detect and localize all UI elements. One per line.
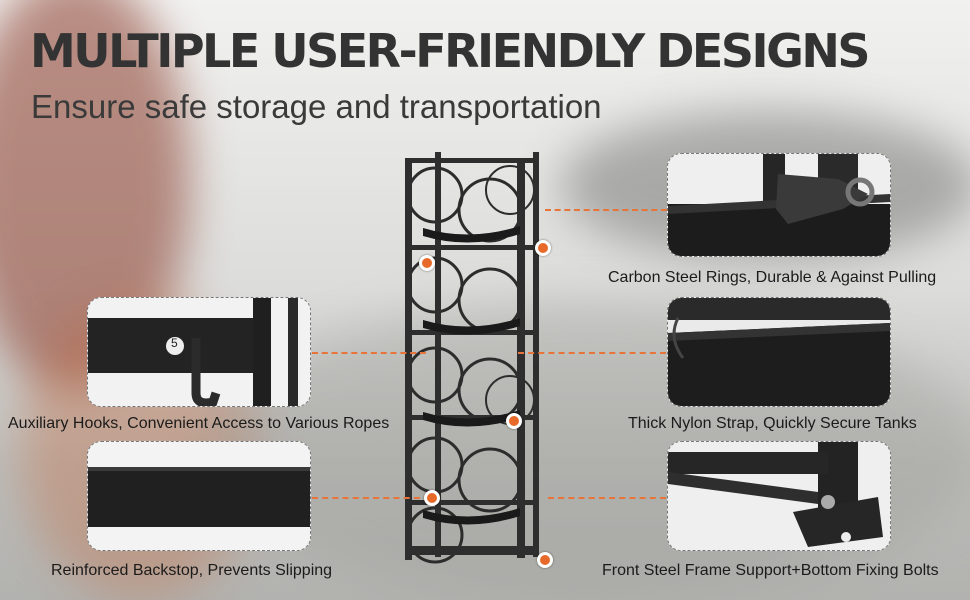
leader-line (312, 352, 426, 354)
detail-panel-backstop (87, 441, 311, 551)
page-subtitle: Ensure safe storage and transportation (31, 88, 602, 125)
marker-dot (535, 240, 551, 256)
page-title: MULTIPLE USER-FRIENDLY DESIGNS (30, 24, 870, 78)
marker-dot (419, 255, 435, 271)
caption-strap: Thick Nylon Strap, Quickly Secure Tanks (628, 415, 917, 432)
leader-line (548, 497, 666, 499)
cylinder-rack-image (405, 152, 539, 564)
leader-line (518, 352, 666, 354)
caption-bolts: Front Steel Frame Support+Bottom Fixing … (602, 562, 939, 579)
hook-number-label: 5 (171, 336, 178, 350)
leader-line (545, 209, 667, 211)
caption-backstop: Reinforced Backstop, Prevents Slipping (51, 562, 333, 579)
detail-panel-rings (667, 153, 891, 257)
caption-rings: Carbon Steel Rings, Durable & Against Pu… (608, 269, 937, 286)
leader-line (312, 497, 430, 499)
marker-dot (506, 413, 522, 429)
detail-panel-bolts (667, 441, 891, 551)
detail-panel-strap (667, 297, 891, 407)
caption-hooks: Auxiliary Hooks, Convenient Access to Va… (8, 415, 390, 432)
marker-dot (424, 490, 440, 506)
marker-dot (537, 552, 553, 568)
detail-panel-hooks: 5 (87, 297, 311, 407)
